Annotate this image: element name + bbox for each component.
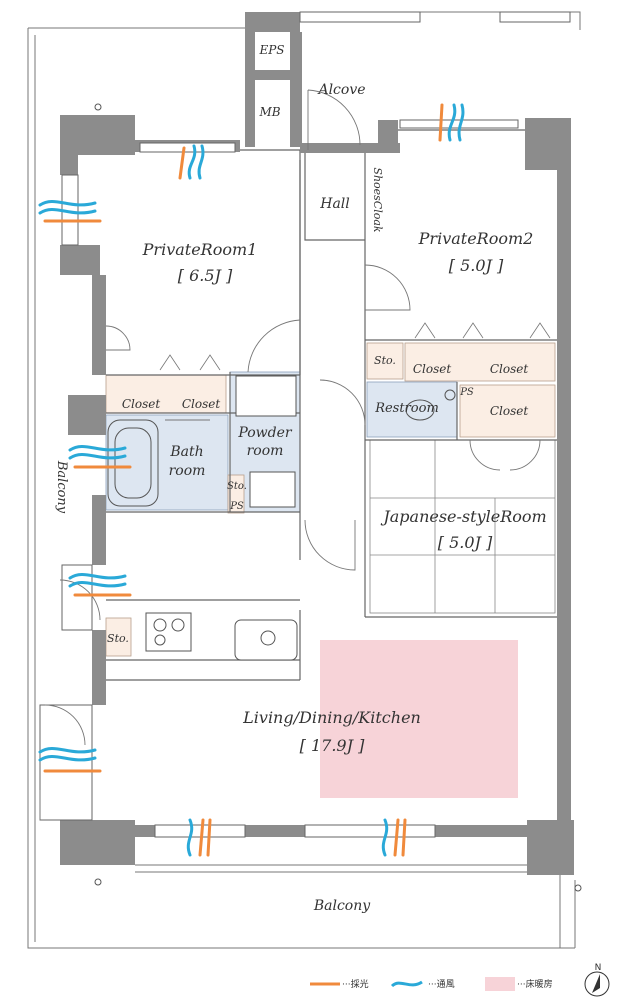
restroom-area bbox=[366, 381, 458, 438]
private-room-1-size: [ 6.5J ] bbox=[178, 266, 233, 285]
bath-room-label-1: Bath bbox=[169, 444, 203, 460]
sto-kitchen-label: Sto. bbox=[107, 632, 129, 645]
bath-room-area bbox=[105, 414, 229, 511]
powder-room-label-2: room bbox=[247, 443, 284, 459]
private-room-2-name: PrivateRoom2 bbox=[418, 229, 534, 248]
ps-bath-label: PS bbox=[229, 501, 244, 512]
interior-walls bbox=[100, 129, 557, 681]
mb-label: MB bbox=[258, 105, 280, 119]
shoes-cloak-label: ShoesCloak bbox=[371, 167, 384, 233]
ldk-name: Living/Dining/Kitchen bbox=[242, 708, 421, 727]
powder-room-label-1: Powder bbox=[237, 425, 293, 441]
japanese-room-size: [ 5.0J ] bbox=[438, 533, 493, 552]
floor-heating-legend-label: ···床暖房 bbox=[517, 978, 553, 990]
compass-icon: N bbox=[584, 963, 610, 997]
closet-pr2-a-label: Closet bbox=[413, 362, 452, 376]
closet-pr1-a-label: Closet bbox=[122, 397, 161, 411]
airflow-arrows bbox=[38, 103, 465, 857]
floor-heating-legend-swatch bbox=[485, 977, 515, 991]
japanese-room-name: Japanese-styleRoom bbox=[380, 507, 546, 526]
floor-heating-area bbox=[320, 640, 518, 798]
closet-markers bbox=[159, 322, 551, 371]
private-room-2-size: [ 5.0J ] bbox=[449, 256, 504, 275]
bathtub bbox=[107, 419, 159, 507]
compass-label: N bbox=[595, 963, 602, 973]
eps-label: EPS bbox=[258, 43, 284, 57]
closet-restroom-label: Closet bbox=[490, 404, 529, 418]
private-room-1-name: PrivateRoom1 bbox=[142, 240, 258, 259]
closet-pr2-b-label: Closet bbox=[490, 362, 529, 376]
fixtures bbox=[107, 375, 456, 661]
balcony-bottom-label: Balcony bbox=[313, 898, 371, 914]
balcony-side-label: Balcony bbox=[54, 460, 69, 514]
windows bbox=[39, 11, 571, 838]
alcove-label: Alcove bbox=[316, 82, 365, 98]
sto-pr2-label: Sto. bbox=[374, 354, 396, 367]
daylight-legend-label: ···採光 bbox=[342, 978, 369, 990]
hall-label: Hall bbox=[319, 196, 350, 212]
drain-marks bbox=[94, 103, 582, 892]
legend: ···採光 ···通風 ···床暖房 bbox=[310, 977, 553, 991]
restroom-label: Restroom bbox=[374, 401, 439, 416]
ps-restroom-label: PS bbox=[459, 387, 474, 398]
ventilation-legend-label: ···通風 bbox=[428, 979, 455, 990]
closet-pr1-b-label: Closet bbox=[182, 397, 221, 411]
sto-bath-label: Sto. bbox=[227, 481, 247, 492]
ldk-size: [ 17.9J ] bbox=[300, 736, 365, 755]
tatami-grid bbox=[369, 439, 556, 614]
ventilation-legend-swatch bbox=[390, 980, 423, 988]
bath-room-label-2: room bbox=[169, 463, 206, 479]
closet-areas bbox=[105, 342, 556, 657]
door-swings bbox=[39, 89, 541, 820]
